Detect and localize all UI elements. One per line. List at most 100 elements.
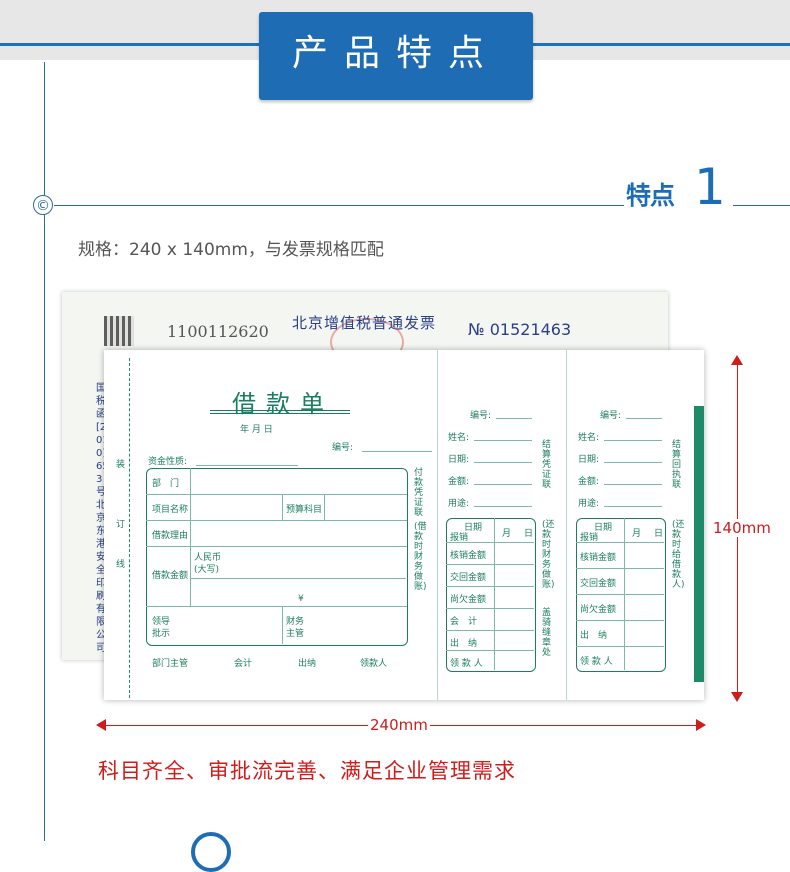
row-label-reason: 借款理由 <box>152 531 189 541</box>
stub1-field-use: 用途: <box>448 499 470 509</box>
slogan-text: 科目齐全、审批流完善、满足企业管理需求 <box>98 759 516 783</box>
arrow-up-icon <box>731 355 743 365</box>
stub1-line-0 <box>496 418 532 419</box>
leader-sub: 批示 <box>152 629 171 639</box>
stub2-table <box>576 518 666 672</box>
feature-label: 特点 <box>626 181 675 210</box>
stub1-row-1: 交回金额 <box>450 573 487 583</box>
invoice-side-text: 国税函[2010]653号北京东港安全印刷有限公司 <box>96 383 109 654</box>
feature-divider-right <box>733 205 790 206</box>
stub1-col-line <box>494 518 495 670</box>
perforation-line <box>129 358 130 698</box>
footer-dept: 部门主管 <box>152 659 189 669</box>
stub1-table <box>446 518 536 672</box>
qr-code-icon <box>104 316 134 346</box>
stub1-row-line-2 <box>446 586 534 587</box>
stub-separator-2 <box>566 350 567 700</box>
row-line-1 <box>146 494 407 495</box>
stub1-line-2 <box>474 462 532 463</box>
title-underline-2 <box>210 413 350 414</box>
col-line-4 <box>282 606 283 644</box>
stub2-row-2: 尚欠金额 <box>580 605 617 615</box>
stub2-vertical2: (还款时给借款人) <box>672 520 685 590</box>
stub2-field-name: 姓名: <box>578 433 600 443</box>
form-table <box>146 468 408 646</box>
arrow-left-icon <box>96 719 106 731</box>
stub2-row-line-0 <box>576 542 664 543</box>
invoice-code: 1100112620 <box>167 322 269 341</box>
vertical-pay-voucher: 付款凭证联 <box>414 468 424 518</box>
stub1-field-number: 编号: <box>470 411 492 421</box>
stub1-row-2: 尚欠金额 <box>450 595 487 605</box>
stub1-row-line-1 <box>446 564 534 565</box>
page-title: 产品特点 <box>259 12 533 100</box>
stub1-row-line-0 <box>446 542 534 543</box>
stub1-row-line-4 <box>446 630 534 631</box>
arrow-down-icon <box>731 692 743 702</box>
spec-text: 规格：240 x 140mm，与发票规格匹配 <box>78 240 384 260</box>
form-number-label: 编号: <box>332 443 354 453</box>
col-line-2 <box>282 494 283 520</box>
finance-label: 财务 <box>286 617 305 627</box>
stub2-line-3 <box>604 484 662 485</box>
yen-symbol: ¥ <box>298 594 304 604</box>
rmb-label: 人民币 <box>194 553 222 563</box>
vertical-pay-note: (借款时财务做账) <box>414 522 427 592</box>
stub1-row-line-3 <box>446 608 534 609</box>
stub1-vertical: 结算凭证联 <box>542 440 552 490</box>
loan-form: 装 订 线 借款单 年 月 日 编号: 资金性质: 部 门 项目名称 预算科目 … <box>104 350 704 700</box>
stub2-field-number: 编号: <box>600 411 622 421</box>
form-date: 年 月 日 <box>240 425 273 435</box>
row-label-project: 项目名称 <box>152 505 189 515</box>
stub2-vertical: 结算回执联 <box>672 440 682 490</box>
stub1-vertical3: 盖骑缝章处 <box>542 608 552 658</box>
invoice-title: 北京增值税普通发票 <box>292 314 437 332</box>
feature-number: 1 <box>694 158 726 216</box>
stub2-row-line-1 <box>576 568 664 569</box>
stub1-field-name: 姓名: <box>448 433 470 443</box>
row-line-3 <box>146 546 407 547</box>
stub1-field-amount: 金额: <box>448 477 470 487</box>
strip-label-1: 装 <box>116 460 126 470</box>
number-line <box>362 451 432 452</box>
stub1-reimb: 报销 <box>450 533 469 543</box>
stub1-row-3: 会 计 <box>450 617 478 627</box>
stub1-day: 日 <box>524 529 534 539</box>
stub2-month: 月 <box>632 529 642 539</box>
strip-label-2: 订 <box>116 520 126 530</box>
fund-nature-label: 资金性质: <box>148 457 188 467</box>
row-label-dept: 部 门 <box>152 479 180 489</box>
stub2-line-0 <box>626 418 662 419</box>
height-dimension-label: 140mm <box>711 519 773 537</box>
stub2-row-line-2 <box>576 594 664 595</box>
fund-nature-line <box>196 465 298 466</box>
stub2-row-line-4 <box>576 646 664 647</box>
strip-label-3: 线 <box>116 560 126 570</box>
stub1-line-4 <box>474 506 532 507</box>
invoice-number: № 01521463 <box>468 320 572 339</box>
col-line-1 <box>190 468 191 606</box>
stub1-row-0: 核销金额 <box>450 551 487 561</box>
stub2-line-1 <box>604 440 662 441</box>
stub2-day: 日 <box>654 529 664 539</box>
stub-separator-1 <box>437 350 438 700</box>
leader-label: 领导 <box>152 617 171 627</box>
stub2-field-use: 用途: <box>578 499 600 509</box>
stub1-row-5: 领 款 人 <box>450 659 483 669</box>
amount-line <box>190 578 406 579</box>
stub1-line-1 <box>474 440 532 441</box>
stub2-row-0: 核销金额 <box>580 553 617 563</box>
stub2-row-3: 出 纳 <box>580 631 608 641</box>
finance-sub: 主管 <box>286 629 305 639</box>
stub1-row-line-5 <box>446 650 534 651</box>
stub1-row-4: 出 纳 <box>450 639 478 649</box>
row-line-2 <box>146 520 407 521</box>
title-underline <box>210 410 350 411</box>
stub1-field-date: 日期: <box>448 455 470 465</box>
stub2-row-1: 交回金额 <box>580 579 617 589</box>
stub2-col-line <box>624 518 625 670</box>
stub1-date-head: 日期 <box>464 523 483 533</box>
row-label-amount: 借款金额 <box>152 571 189 581</box>
copyright-icon: © <box>33 195 53 215</box>
left-guide-line <box>44 62 45 841</box>
